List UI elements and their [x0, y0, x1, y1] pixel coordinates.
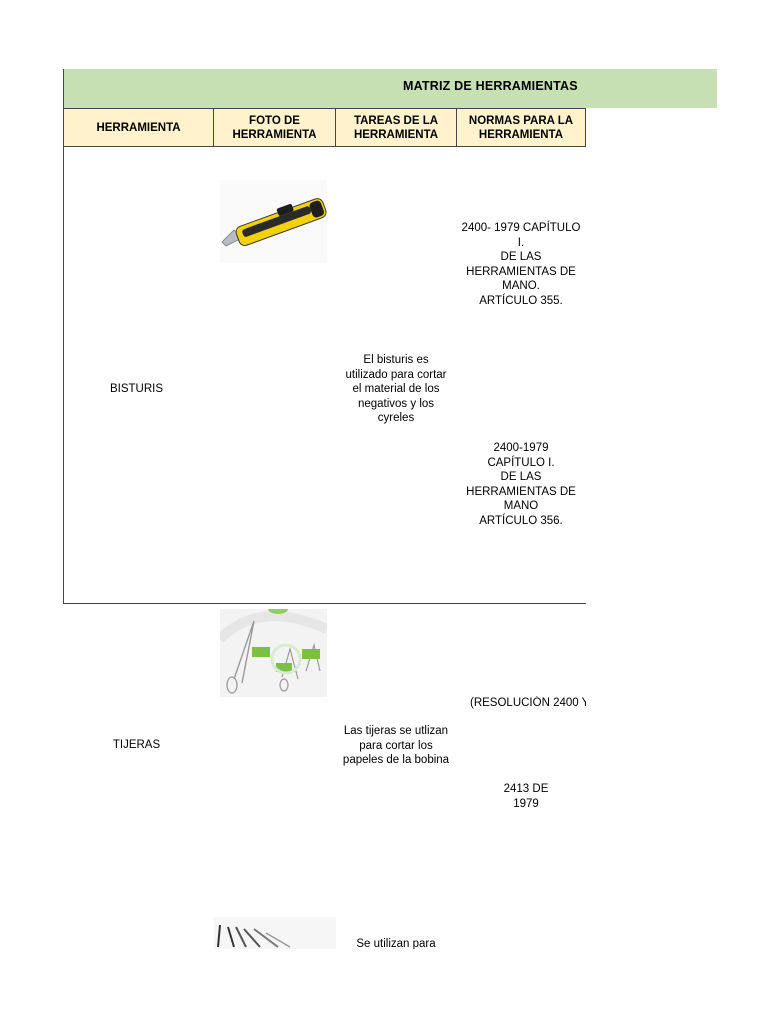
header-tool-label: HERRAMIENTA [96, 121, 181, 134]
header-tool: HERRAMIENTA [63, 108, 214, 147]
header-norms: NORMAS PARA LA HERRAMIENTA [456, 108, 586, 147]
row-1-norm-2: 2400-1979 CAPÍTULO I. DE LAS HERRAMIENTA… [466, 442, 576, 527]
utility-knife-icon [221, 198, 327, 247]
row-divider [63, 603, 586, 604]
header-photo-label: FOTO DE HERRAMIENTA [232, 114, 317, 141]
header-photo: FOTO DE HERRAMIENTA [213, 108, 336, 147]
row-1-task: El bisturis es utilizado para cortar el … [345, 354, 447, 425]
row-3-photo [214, 917, 336, 949]
row-2-norm-2: 2413 DE 1979 [503, 783, 549, 810]
header-tasks-label: TAREAS DE LA HERRAMIENTA [353, 114, 439, 141]
row-2-photo [220, 609, 327, 697]
row-2-task: Las tijeras se utlizan para cortar los p… [342, 725, 450, 767]
row-1-photo [220, 180, 327, 263]
header-tasks: TAREAS DE LA HERRAMIENTA [335, 108, 457, 147]
row-3-task: Se utilizan para [356, 938, 436, 949]
row-1-tool: BISTURIS [109, 383, 164, 395]
table-left-border [63, 69, 64, 604]
scissors-icon [220, 609, 327, 694]
title-band [63, 69, 717, 108]
row-2-norm-1: (RESOLUCIÓN 2400 Y [470, 697, 586, 709]
row-1-norm-1: 2400- 1979 CAPÍTULO I. DE LAS HERRAMIENT… [461, 222, 581, 307]
matrix-title: MATRIZ DE HERRAMIENTAS [403, 79, 578, 93]
row-2-tool: TIJERAS [112, 739, 161, 751]
hand-tools-icon [217, 924, 291, 948]
header-norms-label: NORMAS PARA LA HERRAMIENTA [468, 114, 574, 141]
